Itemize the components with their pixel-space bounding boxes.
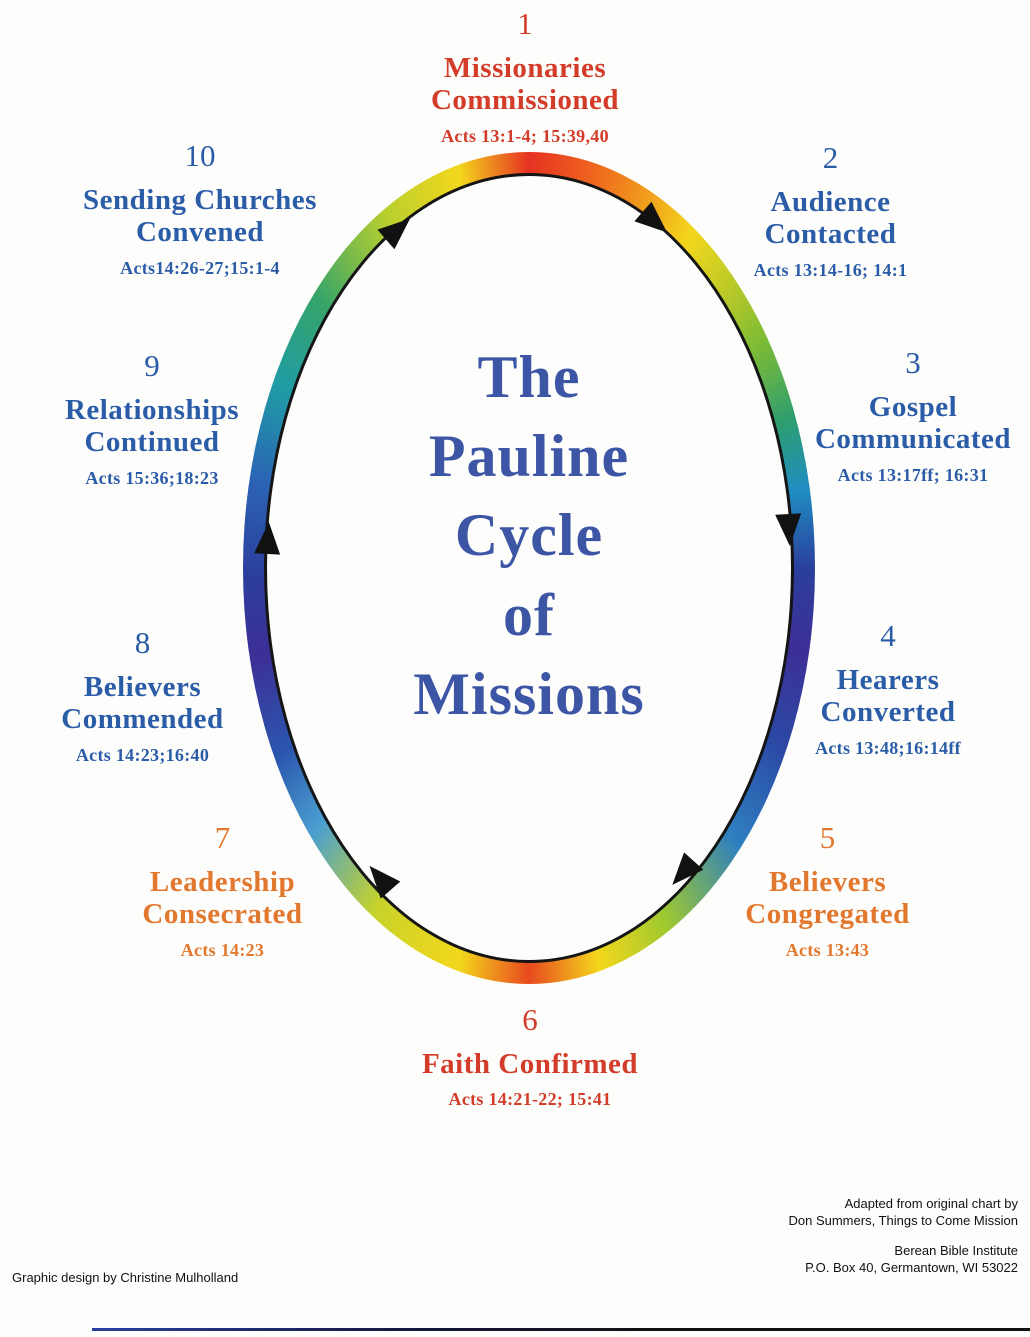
- stage-title-line: Commended: [61, 703, 224, 736]
- arrowhead-icon: [775, 513, 803, 547]
- stage-title-line: Converted: [820, 696, 956, 729]
- stage-8-believers-commended: 8 Believers Commended Acts 14:23;16:40: [15, 625, 270, 766]
- stage-title-line: Believers: [768, 866, 887, 898]
- stage-1-missionaries-commissioned: 1 Missionaries Commissioned Acts 13:1-4;…: [315, 6, 735, 147]
- stage-number: 7: [214, 820, 231, 855]
- stage-title-line: Continued: [84, 426, 220, 459]
- arrowhead-icon: [254, 521, 282, 555]
- cycle-ring: [243, 152, 815, 984]
- stage-title-line: Gospel: [868, 391, 958, 423]
- stage-title-line: Congregated: [745, 898, 910, 931]
- stage-number: 10: [184, 138, 216, 173]
- scripture-reference: Acts 13:43: [785, 939, 870, 960]
- stage-title-line: Believers: [83, 671, 202, 703]
- scripture-reference: Acts 13:1-4; 15:39,40: [441, 125, 609, 146]
- cycle-ring-inner-ellipse: [264, 173, 794, 963]
- stage-title-line: Consecrated: [142, 898, 303, 931]
- scripture-reference: Acts 14:23;16:40: [75, 744, 210, 765]
- scripture-reference: Acts 13:48;16:14ff: [815, 737, 961, 758]
- diagram-title-line: The: [477, 344, 581, 410]
- diagram-title-line: of: [503, 581, 555, 648]
- credit-line: Don Summers, Things to Come Mission: [788, 1212, 1018, 1228]
- stage-title-line: Commissioned: [430, 84, 620, 117]
- scripture-reference: Acts 13:17ff; 16:31: [837, 464, 989, 485]
- stage-title-line: Missionaries: [443, 52, 607, 84]
- credit-line: Adapted from original chart by: [844, 1196, 1018, 1211]
- stage-number: 4: [880, 618, 896, 653]
- stage-title-line: Communicated: [814, 423, 1012, 456]
- stage-number: 3: [905, 345, 921, 380]
- stage-title-line: Hearers: [836, 664, 940, 696]
- stage-4-hearers-converted: 4 Hearers Converted Acts 13:48;16:14ff: [768, 618, 1008, 759]
- stage-title-line: Relationships: [64, 394, 240, 426]
- stage-6-faith-confirmed: 6 Faith Confirmed Acts 14:21-22; 15:41: [340, 1002, 720, 1110]
- diagram-title-line: Missions: [413, 660, 645, 727]
- stage-title-line: Convened: [135, 216, 265, 249]
- stage-5-believers-congregated: 5 Believers Congregated Acts 13:43: [695, 820, 960, 961]
- credit-designer: Graphic design by Christine Mulholland: [12, 1270, 239, 1285]
- stage-3-gospel-communicated: 3 Gospel Communicated Acts 13:17ff; 16:3…: [793, 345, 1030, 486]
- diagram-title-line: Pauline: [428, 423, 630, 490]
- stage-title-line: Audience: [770, 186, 891, 218]
- stage-title-line: Contacted: [764, 218, 897, 251]
- stage-number: 6: [522, 1002, 538, 1037]
- stage-number: 1: [517, 6, 533, 41]
- bottom-scan-line: [92, 1328, 1030, 1331]
- stage-2-audience-contacted: 2 Audience Contacted Acts 13:14-16; 14:1: [698, 140, 963, 281]
- stage-7-leadership-consecrated: 7 Leadership Consecrated Acts 14:23: [95, 820, 350, 961]
- credit-line: Berean Bible Institute: [894, 1243, 1018, 1258]
- scripture-reference: Acts 13:14-16; 14:1: [753, 259, 908, 280]
- stage-title-line: Faith Confirmed: [421, 1048, 639, 1080]
- scripture-reference: Acts 14:21-22; 15:41: [448, 1089, 612, 1110]
- stage-title-line: Sending Churches: [83, 184, 317, 216]
- stage-10-sending-churches-convened: 10 Sending Churches Convened Acts14:26-2…: [50, 138, 350, 279]
- diagram-title-line: Cycle: [454, 502, 604, 569]
- credit-institute: Berean Bible Institute P.O. Box 40, Germ…: [805, 1243, 1018, 1277]
- credit-adapted-from: Adapted from original chart by Don Summe…: [788, 1196, 1018, 1230]
- credit-line: P.O. Box 40, Germantown, WI 53022: [805, 1259, 1018, 1275]
- scripture-reference: Acts 14:23: [180, 939, 265, 960]
- scripture-reference: Acts 15:36;18:23: [85, 467, 219, 488]
- stage-title-line: Leadership: [149, 866, 296, 898]
- stage-number: 8: [134, 625, 151, 660]
- stage-9-relationships-continued: 9 Relationships Continued Acts 15:36;18:…: [22, 348, 282, 489]
- stage-number: 2: [822, 140, 839, 175]
- diagram-title: The Pauline Cycle of Missions: [329, 338, 729, 734]
- scripture-reference: Acts14:26-27;15:1-4: [120, 257, 280, 278]
- stage-number: 5: [819, 820, 836, 855]
- stage-number: 9: [144, 348, 160, 383]
